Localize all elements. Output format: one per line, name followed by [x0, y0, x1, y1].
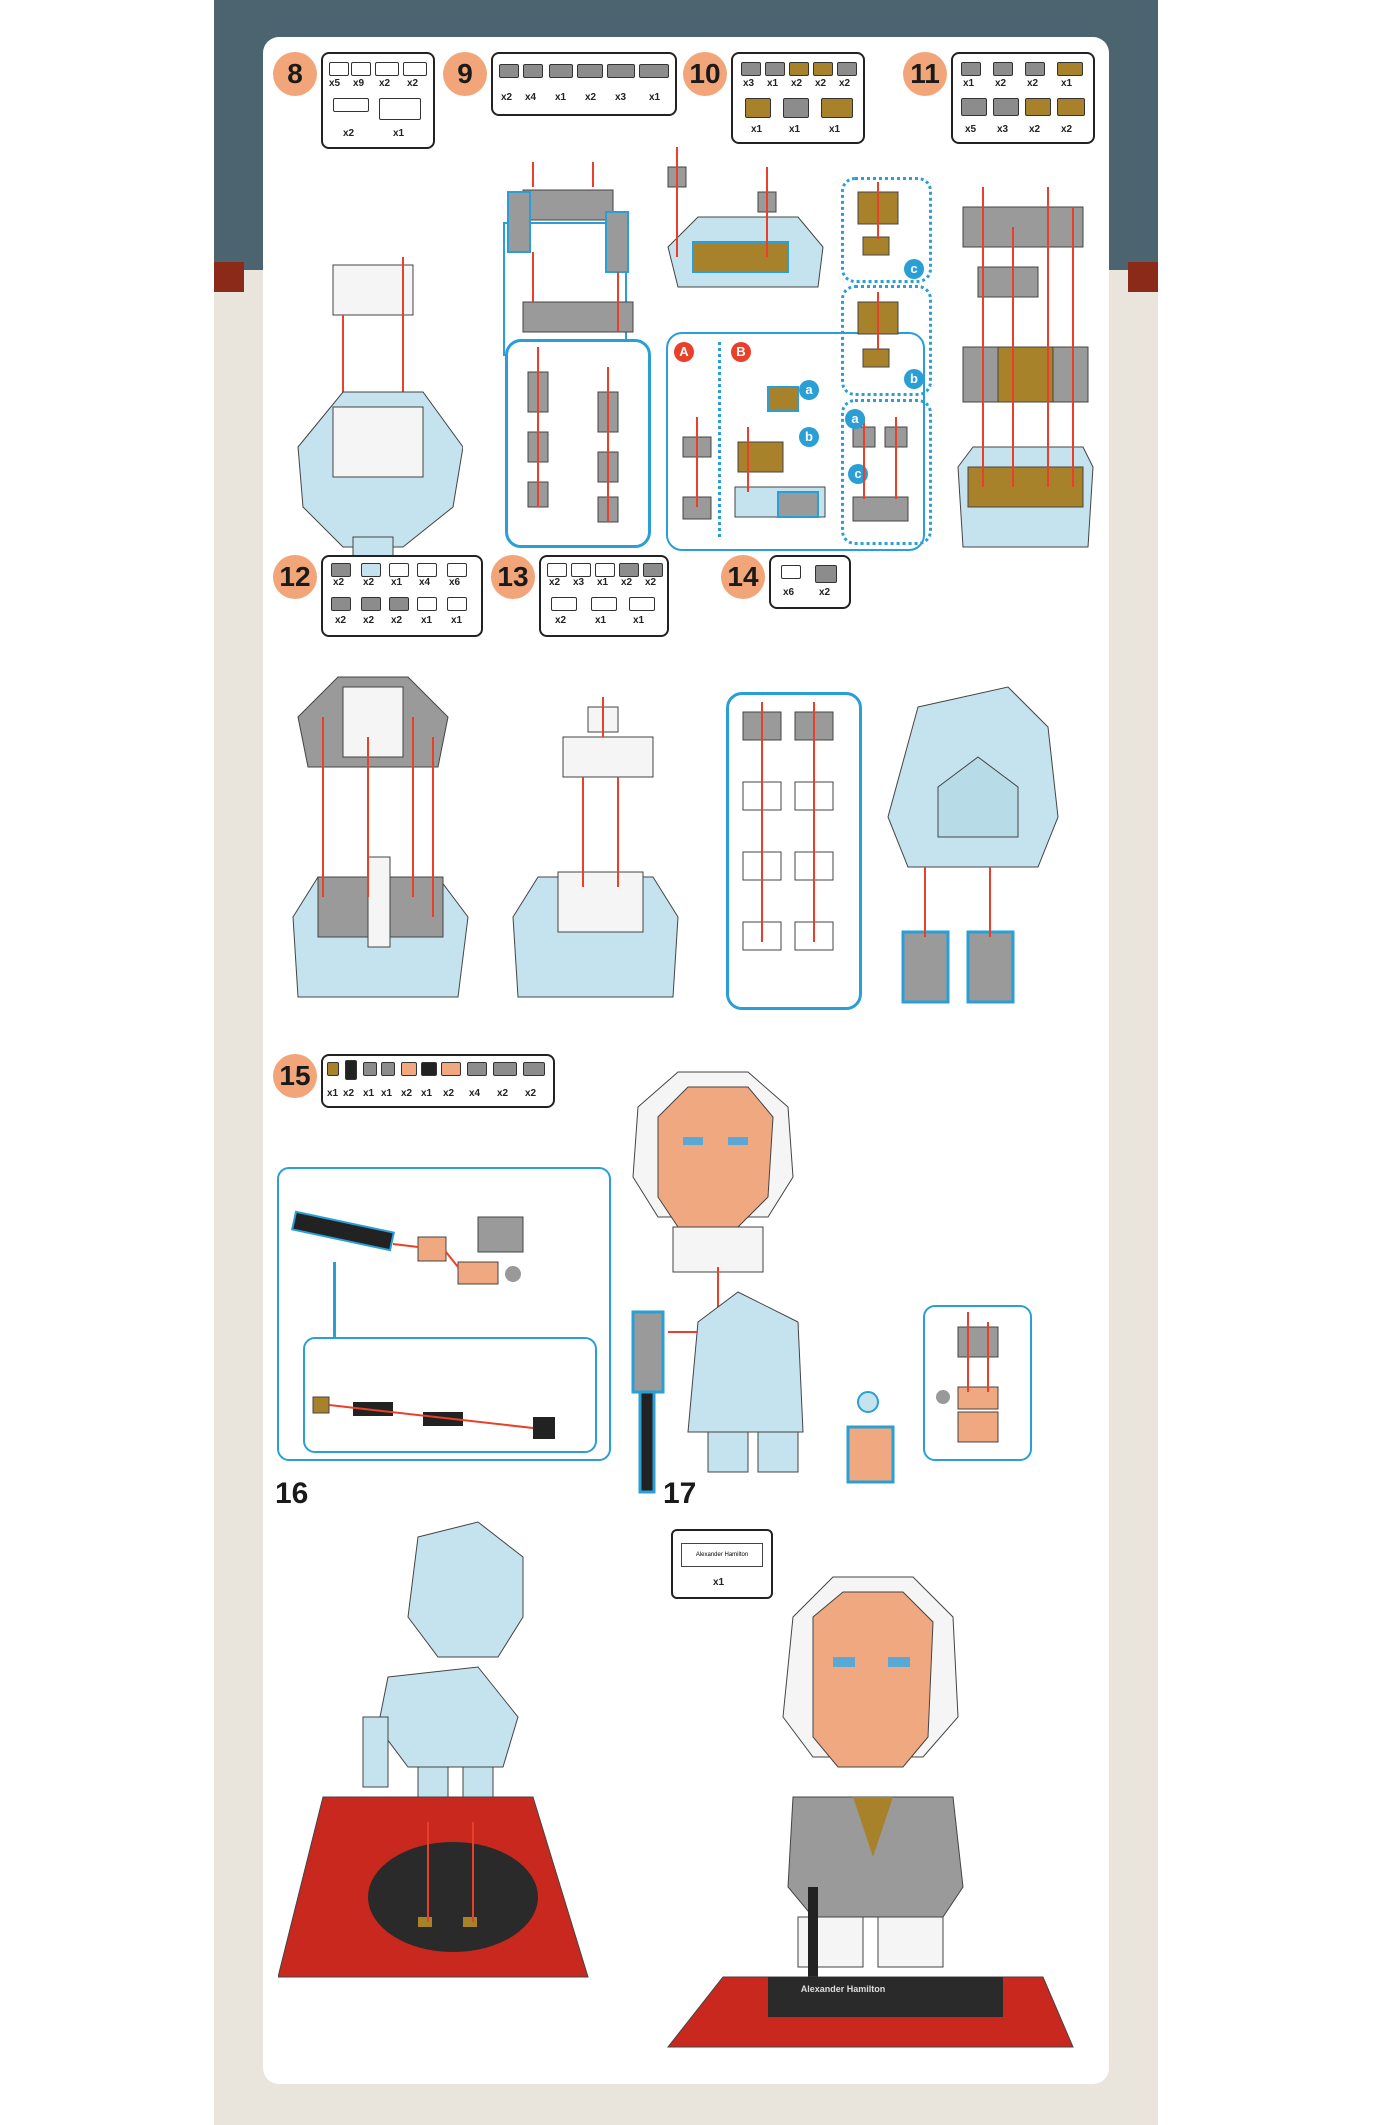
sub-c-frame [841, 177, 932, 283]
step-11-illustration [957, 187, 1094, 548]
sub-a-frame [841, 399, 932, 545]
step-number-10: 10 [683, 52, 727, 96]
step-number-8: 8 [273, 52, 317, 96]
left-red-stripe [214, 262, 244, 292]
step-13-illustration [512, 697, 679, 998]
right-red-stripe [1128, 262, 1158, 292]
base-plate-text: Alexander Hamilton [800, 1984, 886, 1994]
step-14-subassembly [742, 702, 834, 951]
step-15-hand-assembly [936, 1312, 999, 1443]
step-9-subassembly [527, 347, 619, 523]
step-10-sub-abc [852, 182, 909, 522]
sub-label-B-a: a [799, 380, 819, 400]
step-number-12: 12 [273, 555, 317, 599]
sub-label-c: c [904, 259, 924, 279]
step-14-subassembly-frame [726, 692, 862, 1010]
nameplate-text: Alexander Hamilton [681, 1543, 763, 1567]
step-8-illustration [297, 257, 463, 567]
step-number-15: 15 [273, 1054, 317, 1098]
step-number-13: 13 [491, 555, 535, 599]
step-9-illustration [507, 162, 634, 333]
divider-A-B [718, 342, 721, 537]
step-number-17: 17 [663, 1477, 697, 1510]
step-15-torso [631, 1291, 804, 1494]
step-16-illustration [278, 1521, 589, 1978]
step-17-final-figure [666, 1576, 1074, 2048]
step-number-11: 11 [903, 52, 947, 96]
sub-label-A: A [674, 342, 694, 362]
sub-label-B-b: b [799, 427, 819, 447]
step-number-9: 9 [443, 52, 487, 96]
step-number-14: 14 [721, 555, 765, 599]
step-10-sub-AB [682, 386, 826, 520]
step-number-16: 16 [275, 1477, 309, 1510]
sub-b-frame [841, 285, 932, 396]
step-14-torso [887, 686, 1059, 1004]
step-15-figure [632, 1071, 794, 1332]
step-10-illustration [667, 147, 824, 288]
nameplate-qty: x1 [713, 1577, 725, 1588]
cane-frame-connector [333, 1262, 336, 1337]
step-12-illustration [292, 676, 469, 998]
sub-label-B: B [731, 342, 751, 362]
sub-label-b: b [904, 369, 924, 389]
step-15-hand [846, 1391, 895, 1484]
nameplate-part: Alexander Hamilton x1 [671, 1529, 773, 1599]
step-15-cane-assembly [291, 1210, 555, 1439]
sub-label-a: a [845, 409, 865, 429]
